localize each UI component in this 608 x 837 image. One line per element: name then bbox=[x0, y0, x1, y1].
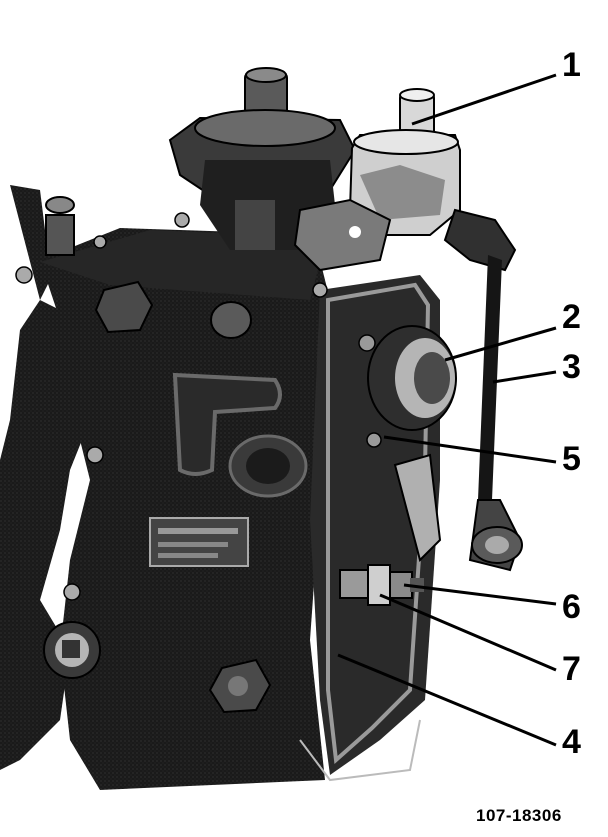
callout-1: 1 bbox=[562, 46, 581, 84]
stop-solenoid bbox=[293, 88, 461, 272]
figure-reference-code: 107-18306 bbox=[476, 806, 562, 825]
leader-line-2 bbox=[444, 326, 557, 362]
callout-2: 2 bbox=[562, 298, 581, 336]
leader-line-3 bbox=[492, 370, 557, 384]
linkage-arm bbox=[393, 453, 442, 562]
adjusting-knob bbox=[358, 325, 457, 448]
leader-line-5 bbox=[383, 435, 557, 464]
control-lever-rod bbox=[443, 208, 523, 572]
leader-line-6 bbox=[403, 583, 557, 606]
leader-line-4 bbox=[337, 653, 557, 747]
pump-front-details bbox=[15, 196, 328, 714]
callout-5: 5 bbox=[562, 440, 581, 478]
callout-3: 3 bbox=[562, 348, 581, 386]
callout-6: 6 bbox=[562, 588, 581, 626]
leader-lines bbox=[337, 73, 557, 747]
leader-line-7 bbox=[379, 593, 557, 672]
callout-4: 4 bbox=[562, 723, 581, 761]
adjusting-screw bbox=[339, 564, 424, 606]
leader-line-1 bbox=[411, 73, 557, 126]
callout-7: 7 bbox=[562, 650, 581, 688]
